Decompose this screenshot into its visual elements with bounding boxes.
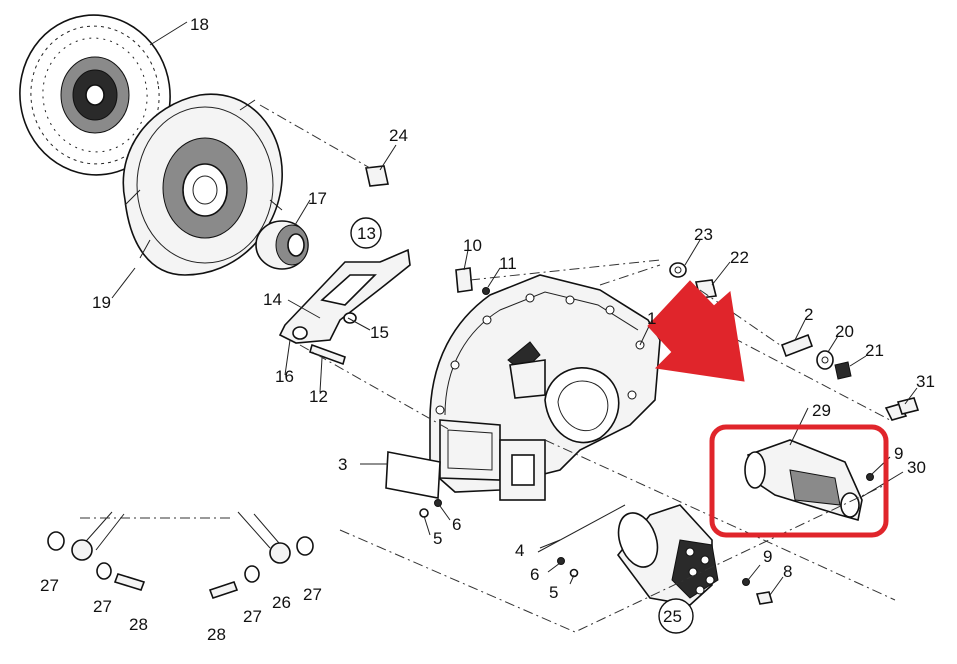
label-27-b: 27	[93, 597, 112, 616]
label-22: 22	[730, 248, 749, 267]
label-9-top: 9	[894, 444, 903, 463]
label-6-lower: 6	[530, 565, 539, 584]
label-16: 16	[275, 367, 294, 386]
release-fork	[278, 248, 411, 344]
label-6-upper: 6	[452, 515, 461, 534]
label-9-bottom: 9	[763, 547, 772, 566]
hydraulic-actuator	[744, 439, 874, 522]
label-20: 20	[835, 322, 854, 341]
highlight-box	[709, 424, 889, 538]
pressure-plate	[122, 93, 283, 276]
fasteners	[309, 165, 920, 605]
label-27-c: 27	[243, 607, 262, 626]
label-2: 2	[804, 305, 813, 324]
label-10: 10	[463, 236, 482, 255]
down-right-arrow-icon	[647, 280, 745, 382]
label-30: 30	[907, 458, 926, 477]
label-3: 3	[338, 455, 347, 474]
callout-circle-25	[658, 598, 694, 634]
part-labels: 18 19 24 17 13 14 15 16 12 10 11 1 23 22…	[40, 15, 935, 644]
label-5-lower: 5	[549, 583, 558, 602]
label-18: 18	[190, 15, 209, 34]
label-13: 13	[357, 224, 376, 243]
label-17: 17	[308, 189, 327, 208]
label-25: 25	[663, 607, 682, 626]
label-31: 31	[916, 372, 935, 391]
label-11: 11	[499, 254, 517, 273]
cover-plate	[385, 451, 441, 499]
starter-motor	[616, 504, 719, 606]
bell-housing	[429, 274, 661, 501]
label-5-upper: 5	[433, 529, 442, 548]
linkage-shafts	[47, 511, 314, 600]
label-27-d: 27	[303, 585, 322, 604]
label-28-b: 28	[207, 625, 226, 644]
label-26: 26	[272, 593, 291, 612]
clutch-disc	[19, 14, 171, 176]
label-28-a: 28	[129, 615, 148, 634]
callout-circle-13	[350, 217, 382, 249]
label-29: 29	[812, 401, 831, 420]
label-21: 21	[865, 341, 884, 360]
label-23: 23	[694, 225, 713, 244]
label-12: 12	[309, 387, 328, 406]
label-15: 15	[370, 323, 389, 342]
label-1: 1	[647, 309, 656, 328]
label-4: 4	[515, 541, 524, 560]
label-19: 19	[92, 293, 111, 312]
label-27-a: 27	[40, 576, 59, 595]
leader-lines	[111, 21, 918, 596]
label-8: 8	[783, 562, 792, 581]
label-14: 14	[263, 290, 282, 309]
release-bearing	[255, 220, 309, 270]
label-24: 24	[389, 126, 408, 145]
